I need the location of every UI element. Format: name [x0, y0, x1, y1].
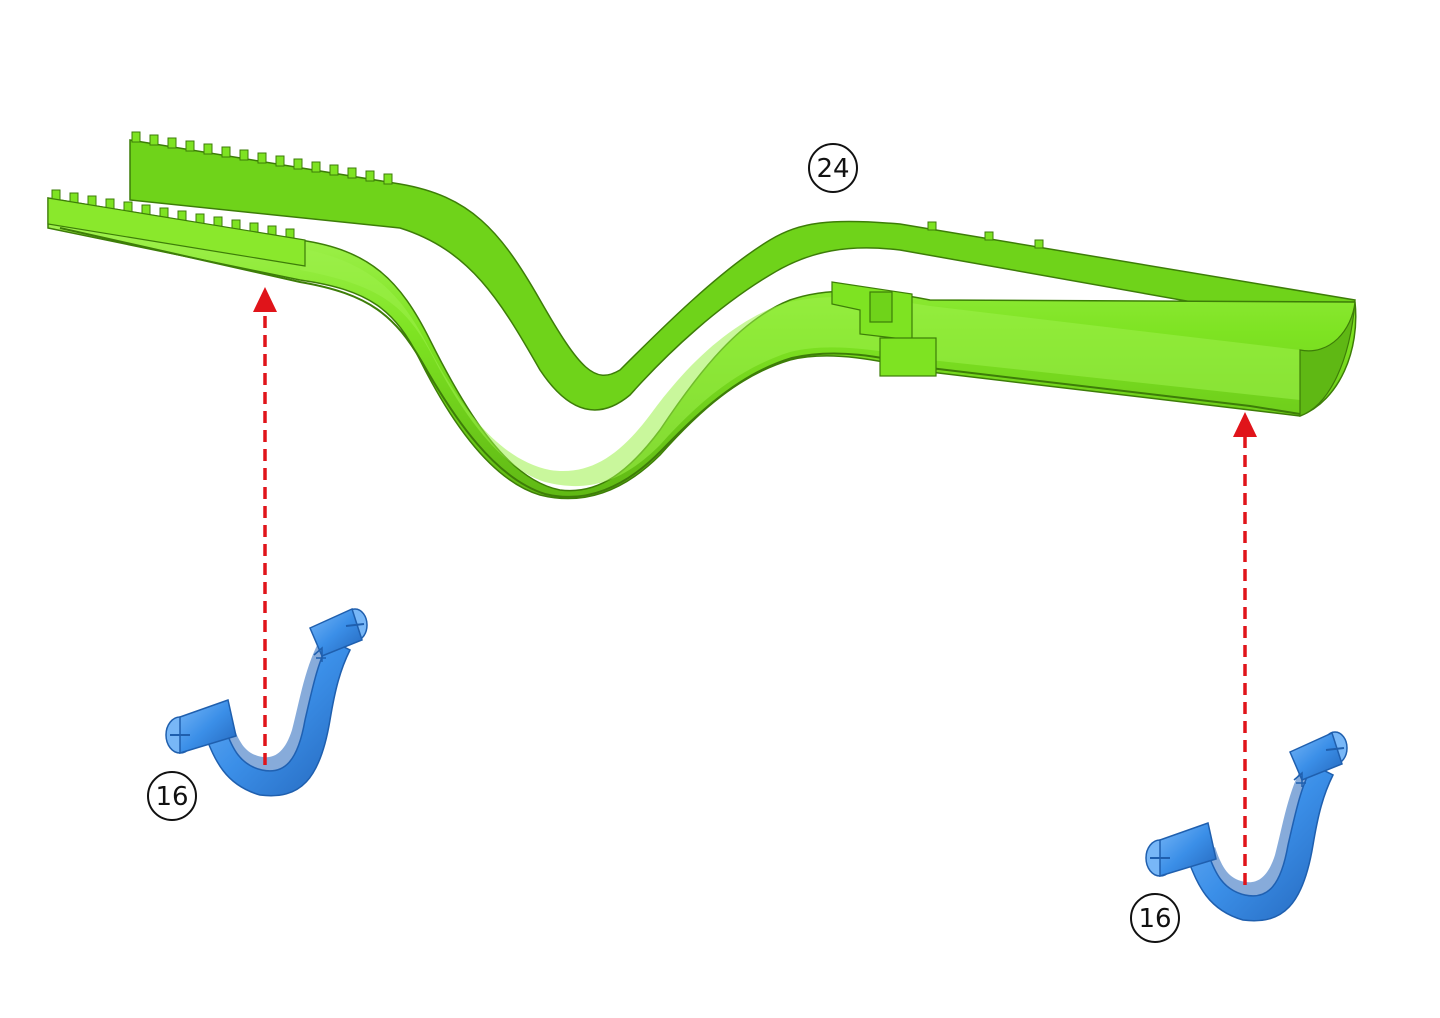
arrow-left-head — [253, 287, 277, 312]
arrow-right-head — [1233, 412, 1257, 437]
callout-clip-right: 16 — [1131, 894, 1179, 942]
callout-channel: 24 — [809, 144, 857, 192]
callout-clip-right-label: 16 — [1138, 904, 1171, 934]
cable-channel — [48, 132, 1356, 499]
callout-clip-left-label: 16 — [155, 782, 188, 812]
clip-left-pin-upper — [310, 609, 367, 656]
callout-clip-left: 16 — [148, 772, 196, 820]
callout-channel-label: 24 — [816, 154, 849, 184]
clip-right-pin-upper — [1290, 732, 1347, 780]
